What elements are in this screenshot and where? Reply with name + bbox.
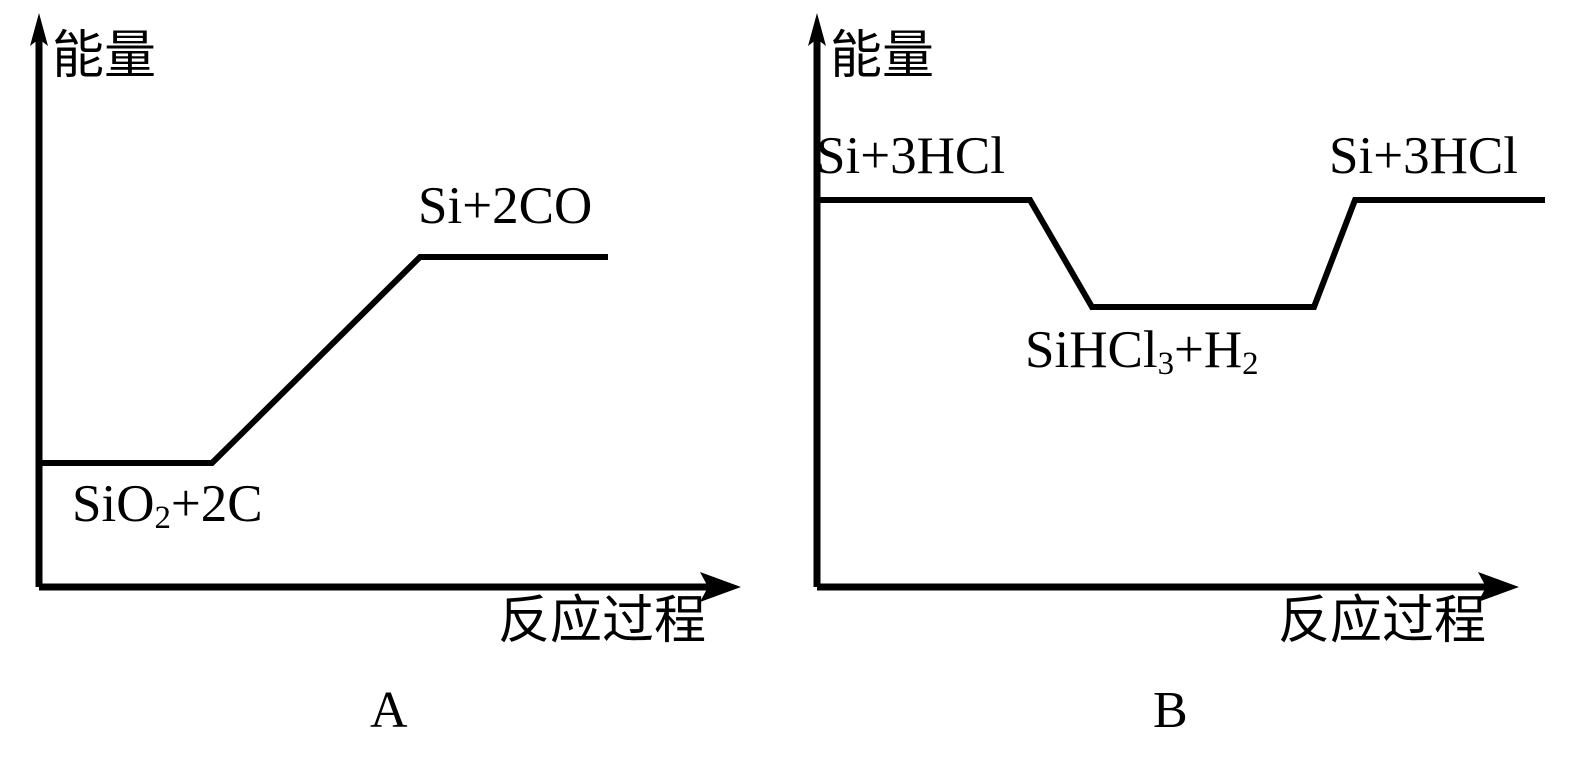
- intermediate-label-b-sub: 3: [1157, 346, 1174, 383]
- y-axis-b: [808, 13, 826, 587]
- y-axis-label-b: 能量: [830, 26, 935, 86]
- panel-a-plot: [30, 13, 741, 602]
- y-axis-label-a: 能量: [52, 26, 157, 86]
- panel-a: 能量 Si+2CO SiO2+2C 反应过程 A: [30, 13, 741, 739]
- panel-b-plot: [808, 13, 1545, 602]
- intermediate-label-b-before: SiHCl: [1025, 321, 1158, 379]
- reactant-label-a-sub: 2: [154, 500, 171, 537]
- y-axis-a: [30, 13, 48, 587]
- energy-curve-a: [40, 254, 608, 466]
- x-axis-b: [817, 572, 1519, 602]
- reactant-label-a-before: SiO: [72, 475, 155, 533]
- energy-curve-b: [818, 197, 1545, 310]
- panel-caption-b: B: [1153, 682, 1188, 739]
- x-axis-a: [39, 572, 741, 602]
- intermediate-label-b-mid: +H: [1174, 321, 1243, 379]
- intermediate-label-b: SiHCl3+H2: [1025, 321, 1259, 381]
- product-label-a: Si+2CO: [418, 177, 593, 235]
- intermediate-label-b-sub2: 2: [1242, 346, 1259, 383]
- product-label-b: Si+3HCl: [1329, 127, 1518, 185]
- panel-caption-a: A: [370, 682, 408, 739]
- reactant-label-a-after: +2C: [170, 475, 263, 533]
- panel-b: 能量 Si+3HCl Si+3HCl SiHCl3+H2 反应过程 B: [778, 0, 1592, 761]
- x-axis-label-b: 反应过程: [1278, 591, 1487, 651]
- x-axis-label-a: 反应过程: [498, 591, 707, 651]
- reactant-label-a: SiO2+2C: [72, 475, 263, 535]
- reactant-label-b: Si+3HCl: [816, 127, 1005, 185]
